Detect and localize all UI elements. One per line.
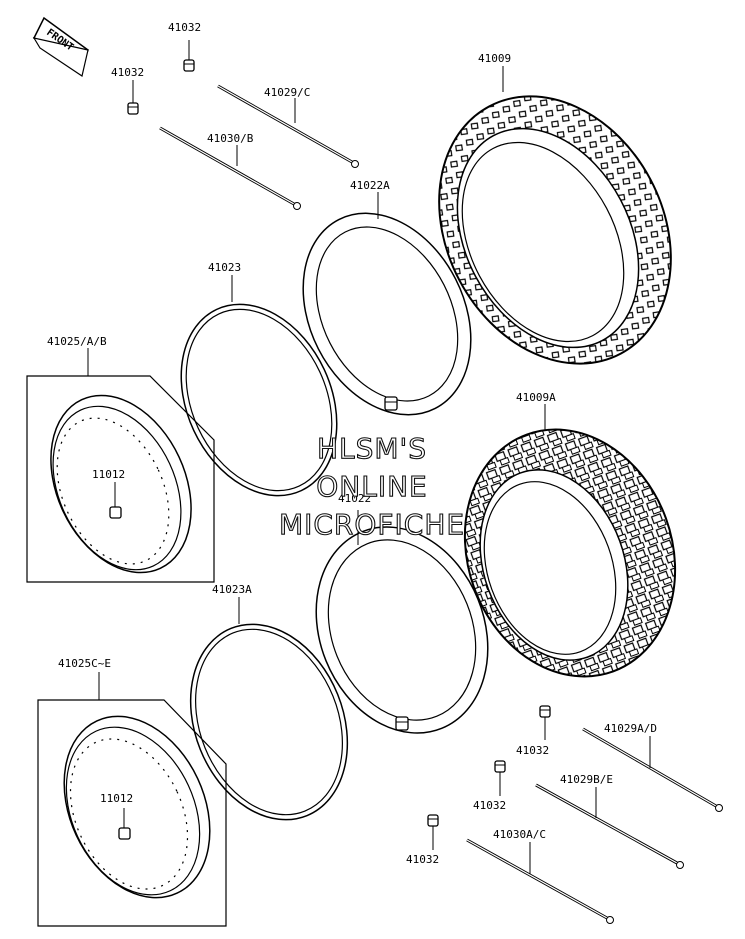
label-spoke-c: 41029/C [264,86,310,99]
rim-rear-box [37,672,227,927]
label-nipple-top-1: 41032 [168,21,201,34]
spoke-c [217,84,359,168]
nipple-r3 [427,814,439,850]
nipple-top-1 [183,40,195,72]
front-arrow-icon: FRONT [32,16,89,77]
watermark-line1: HLSM'S [317,432,427,465]
label-band-front: 41023 [208,261,241,274]
label-tire-rear: 41009A [516,391,556,404]
label-spoke-b: 41030/B [207,132,254,145]
label-rim-rear: 41025C~E [58,657,111,670]
tire-rear [463,404,677,678]
nipple-top-2 [127,80,139,115]
band-rear [189,597,349,821]
label-band-rear: 41023A [212,583,252,596]
label-nipple-r3: 41032 [406,853,439,866]
tube-rear [315,510,489,734]
spoke-b [159,126,301,210]
tire-front [438,66,672,365]
spoke-ac [466,838,614,924]
watermark-line2: ONLINE [316,470,427,503]
label-spoke-be: 41029B/E [560,773,613,786]
label-rim-front: 41025/A/B [47,335,107,348]
label-valve-rear: 11012 [100,792,133,805]
nipple-r1 [539,705,551,740]
band-front [180,275,338,497]
nipple-r2 [494,760,506,796]
label-nipple-r2: 41032 [473,799,506,812]
label-spoke-ac: 41030A/C [493,828,546,841]
label-tire-front: 41009 [478,52,511,65]
label-nipple-r1: 41032 [516,744,549,757]
label-tube-front: 41022A [350,179,390,192]
label-tube-rear: 41022 [338,492,371,505]
label-nipple-top-2: 41032 [111,66,144,79]
label-valve-front: 11012 [92,468,125,481]
label-spoke-ad: 41029A/D [604,722,657,735]
rim-front-box [26,348,215,583]
spoke-be [535,783,684,869]
tube-front [302,192,472,416]
watermark-line3: MICROFICHE [279,508,465,541]
spoke-ad [582,727,723,812]
